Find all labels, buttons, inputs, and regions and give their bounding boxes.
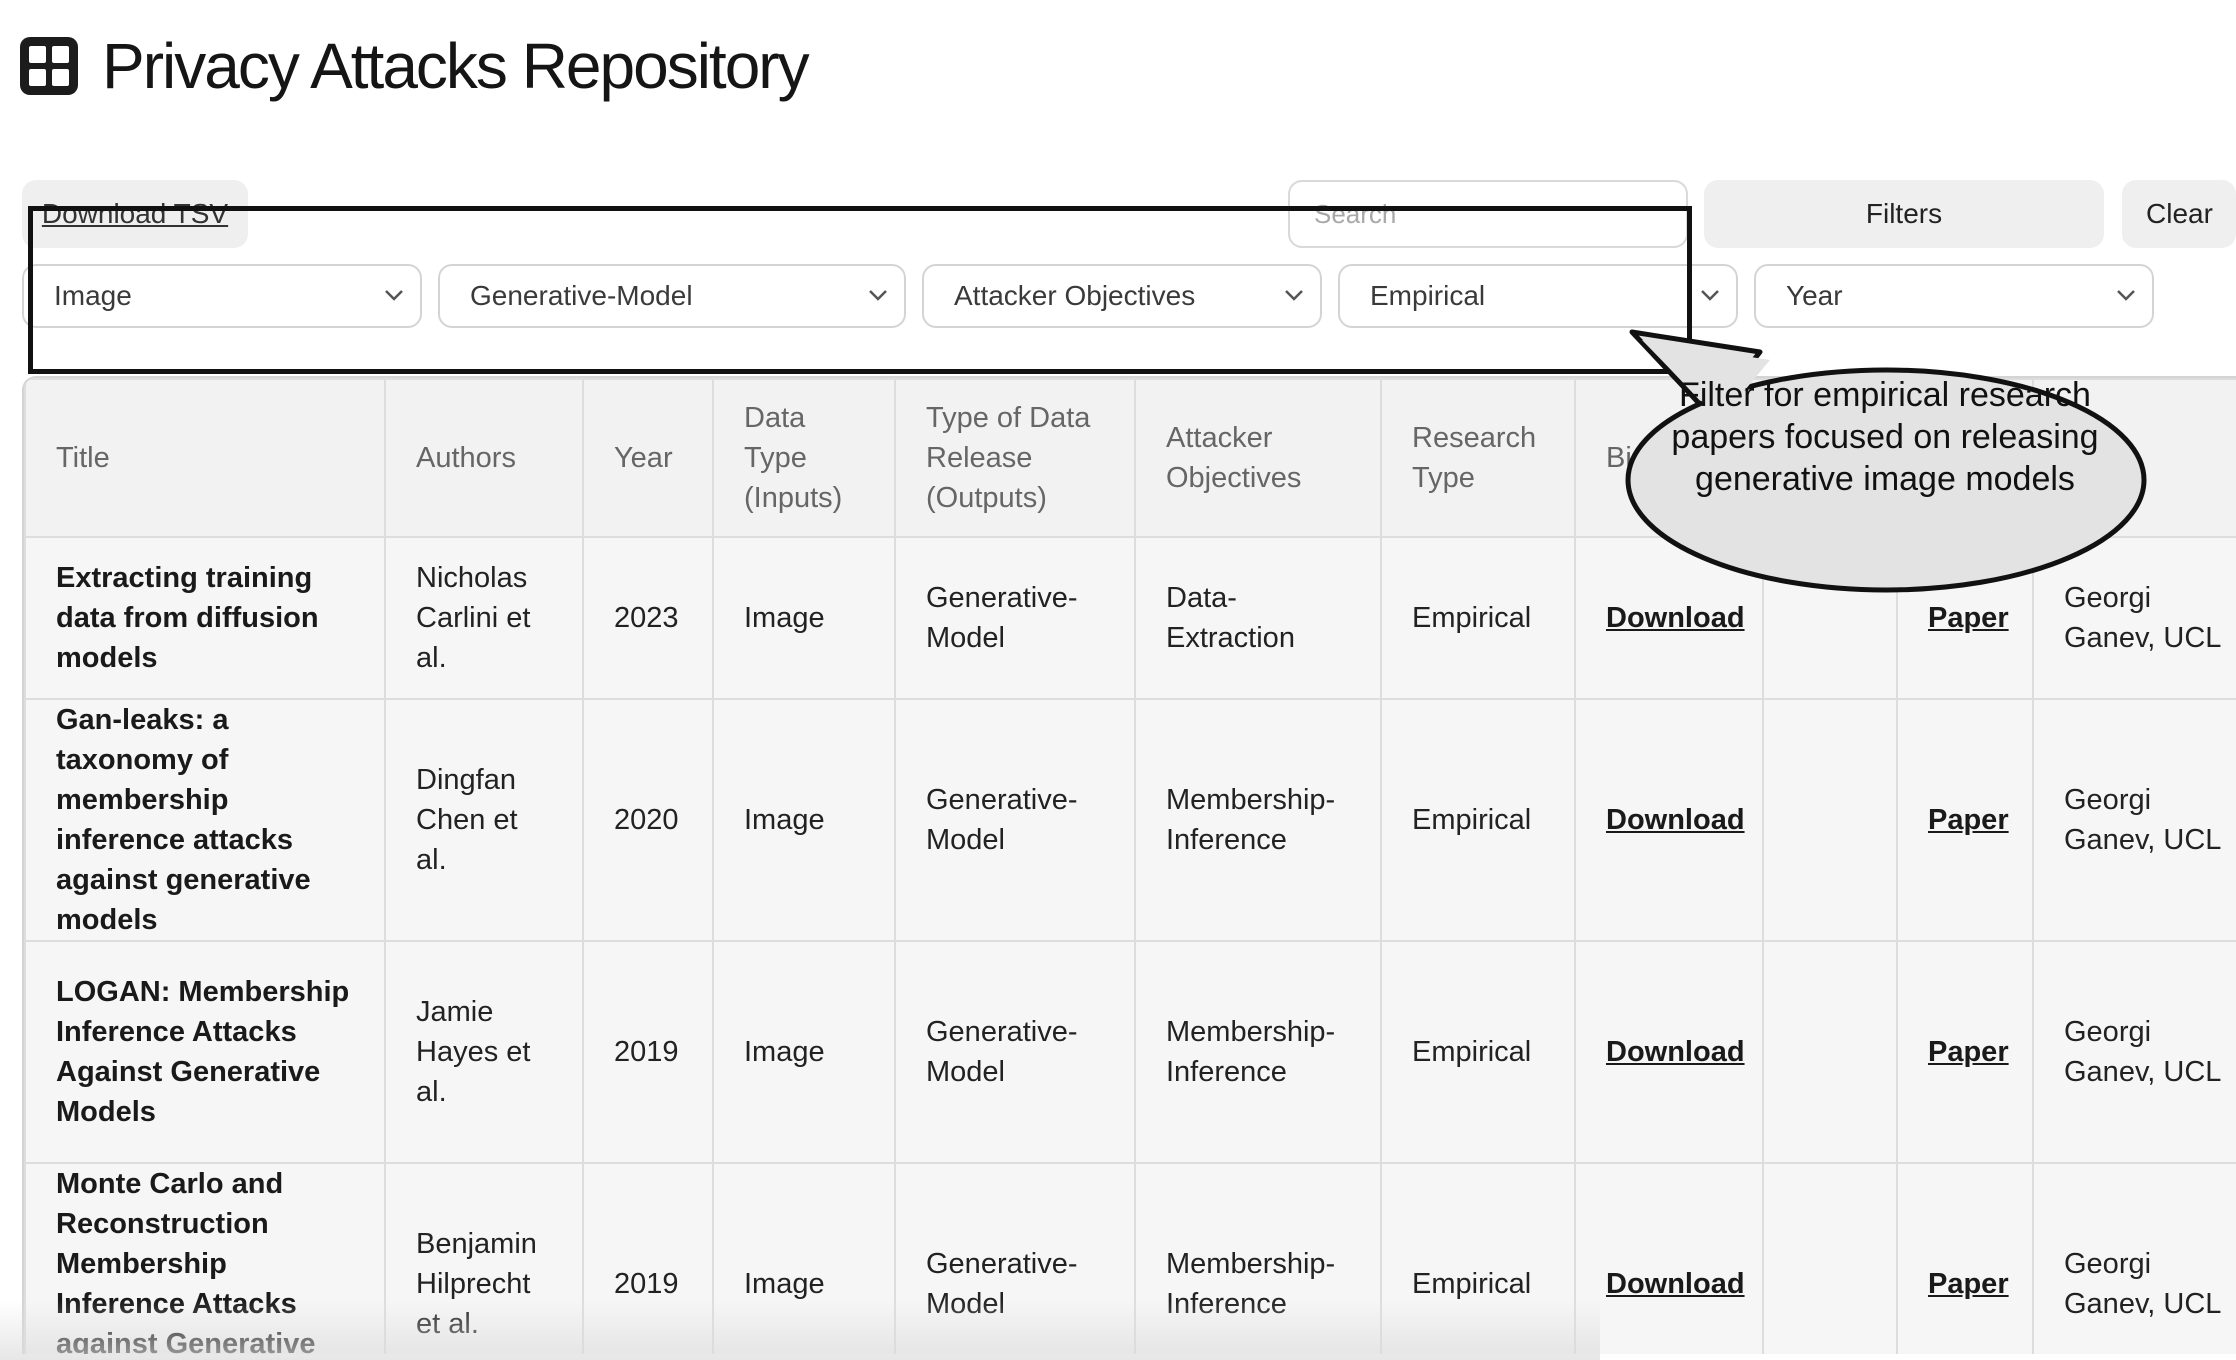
- bibtex-download-link[interactable]: Download: [1606, 804, 1745, 836]
- row-submitter: Georgi Ganev, UCL: [2032, 698, 2236, 942]
- row-title: Monte Carlo and Reconstruction Membershi…: [24, 1162, 386, 1354]
- year-filter[interactable]: Year: [1754, 264, 2154, 328]
- row-data-type: Image: [712, 1162, 896, 1354]
- column-header-title[interactable]: Title: [24, 378, 386, 538]
- annotation-callout: [1620, 320, 2150, 600]
- callout-text: Filter for empirical research papers foc…: [1671, 376, 2099, 498]
- column-header-data-type[interactable]: Data Type (Inputs): [712, 378, 896, 538]
- table-row: Extracting training data from diffusion …: [24, 536, 2236, 700]
- release-type-filter[interactable]: Generative-Model: [438, 264, 906, 328]
- table-row: Monte Carlo and Reconstruction Membershi…: [24, 1162, 2236, 1354]
- data-type-filter-value: Image: [54, 280, 132, 311]
- row-submitter: Georgi Ganev, UCL: [2032, 536, 2236, 700]
- research-type-filter-value: Empirical: [1370, 280, 1486, 311]
- speech-bubble-shape: [1625, 329, 2147, 593]
- row-paper-cell: Paper: [1896, 940, 2034, 1164]
- paper-link[interactable]: Paper: [1928, 1036, 2009, 1068]
- row-authors: Nicholas Carlini et al.: [384, 536, 584, 700]
- clear-button[interactable]: Clear: [2122, 180, 2236, 248]
- row-empty-cell: [1762, 1162, 1898, 1354]
- row-data-type: Image: [712, 536, 896, 700]
- row-year: 2020: [582, 698, 714, 942]
- research-type-filter[interactable]: Empirical: [1338, 264, 1738, 328]
- column-header-research-type[interactable]: Research Type: [1380, 378, 1576, 538]
- row-bibtex-cell: Download: [1574, 698, 1764, 942]
- row-year: 2019: [582, 940, 714, 1164]
- chevron-down-icon: [1701, 290, 1719, 301]
- column-header-authors[interactable]: Authors: [384, 378, 584, 538]
- objectives-filter[interactable]: Attacker Objectives: [922, 264, 1322, 328]
- paper-link[interactable]: Paper: [1928, 1268, 2009, 1300]
- row-year: 2023: [582, 536, 714, 700]
- chevron-down-icon: [385, 290, 403, 301]
- column-header-objectives[interactable]: Attacker Objectives: [1134, 378, 1382, 538]
- table-row: LOGAN: Membership Inference Attacks Agai…: [24, 940, 2236, 1164]
- row-title: LOGAN: Membership Inference Attacks Agai…: [24, 940, 386, 1164]
- row-release: Generative-Model: [894, 1162, 1136, 1354]
- row-authors: Benjamin Hilprecht et al.: [384, 1162, 584, 1354]
- table-icon: [20, 37, 78, 95]
- objectives-filter-value: Attacker Objectives: [954, 280, 1196, 311]
- row-research-type: Empirical: [1380, 1162, 1576, 1354]
- row-submitter: Georgi Ganev, UCL: [2032, 1162, 2236, 1354]
- bibtex-download-link[interactable]: Download: [1606, 1036, 1745, 1068]
- row-data-type: Image: [712, 698, 896, 942]
- row-research-type: Empirical: [1380, 940, 1576, 1164]
- chevron-down-icon: [1285, 290, 1303, 301]
- row-bibtex-cell: Download: [1574, 940, 1764, 1164]
- row-objectives: Membership-Inference: [1134, 698, 1382, 942]
- download-tsv-button[interactable]: Download TSV: [22, 180, 248, 248]
- chevron-down-icon: [869, 290, 887, 301]
- chevron-down-icon: [2117, 290, 2135, 301]
- row-paper-cell: Paper: [1896, 1162, 2034, 1354]
- results-table: Title Authors Year Data Type (Inputs) Ty…: [24, 378, 2236, 1354]
- row-authors: Jamie Hayes et al.: [384, 940, 584, 1164]
- row-bibtex-cell: Download: [1574, 1162, 1764, 1354]
- paper-link[interactable]: Paper: [1928, 804, 2009, 836]
- row-release: Generative-Model: [894, 698, 1136, 942]
- row-release: Generative-Model: [894, 536, 1136, 700]
- row-objectives: Membership-Inference: [1134, 940, 1382, 1164]
- row-title: Gan-leaks: a taxonomy of membership infe…: [24, 698, 386, 942]
- year-filter-value: Year: [1786, 280, 1843, 311]
- paper-link[interactable]: Paper: [1928, 602, 2009, 634]
- page-title: Privacy Attacks Repository: [102, 30, 810, 102]
- row-release: Generative-Model: [894, 940, 1136, 1164]
- page-header: Privacy Attacks Repository: [20, 26, 810, 106]
- row-objectives: Membership-Inference: [1134, 1162, 1382, 1354]
- row-year: 2019: [582, 1162, 714, 1354]
- row-title: Extracting training data from diffusion …: [24, 536, 386, 700]
- row-submitter: Georgi Ganev, UCL: [2032, 940, 2236, 1164]
- row-data-type: Image: [712, 940, 896, 1164]
- row-paper-cell: Paper: [1896, 698, 2034, 942]
- table-row: Gan-leaks: a taxonomy of membership infe…: [24, 698, 2236, 942]
- row-empty-cell: [1762, 940, 1898, 1164]
- release-type-filter-value: Generative-Model: [470, 280, 693, 311]
- row-research-type: Empirical: [1380, 698, 1576, 942]
- row-research-type: Empirical: [1380, 536, 1576, 700]
- results-table-container: Title Authors Year Data Type (Inputs) Ty…: [22, 376, 2236, 1354]
- filters-button[interactable]: Filters: [1704, 180, 2104, 248]
- bibtex-download-link[interactable]: Download: [1606, 1268, 1745, 1300]
- row-objectives: Data-Extraction: [1134, 536, 1382, 700]
- column-header-release[interactable]: Type of Data Release (Outputs): [894, 378, 1136, 538]
- bibtex-download-link[interactable]: Download: [1606, 602, 1745, 634]
- column-header-year[interactable]: Year: [582, 378, 714, 538]
- data-type-filter[interactable]: Image: [22, 264, 422, 328]
- row-empty-cell: [1762, 698, 1898, 942]
- row-authors: Dingfan Chen et al.: [384, 698, 584, 942]
- filter-highlight-box: [28, 206, 1692, 374]
